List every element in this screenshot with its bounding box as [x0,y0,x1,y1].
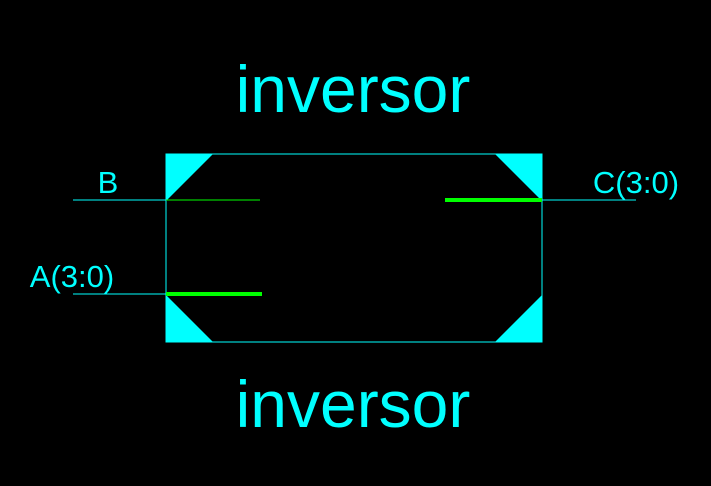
symbol-name-bottom: inversor [236,367,471,441]
corner-top-right [495,154,542,201]
port-a-label: A(3:0) [30,259,114,294]
corner-top-left [166,154,213,201]
symbol-name-top: inversor [236,52,471,126]
corner-bottom-right [495,295,542,342]
port-c-label: C(3:0) [593,165,679,200]
symbol-body[interactable] [165,153,543,343]
port-b-label: B [98,165,119,200]
corner-bottom-left [166,295,213,342]
